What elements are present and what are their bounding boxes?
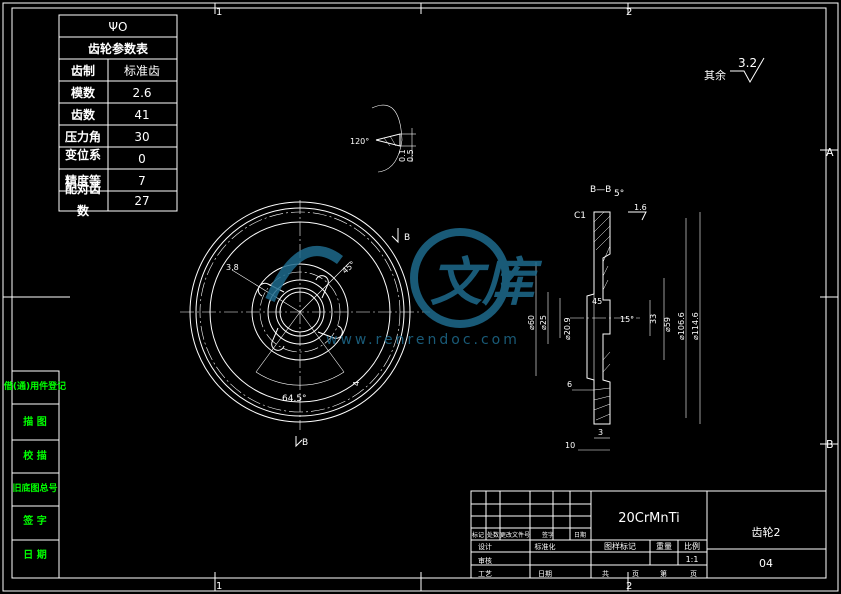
svg-text:120°: 120° [350,137,369,146]
svg-text:审核: 审核 [478,556,492,565]
svg-text:0.5: 0.5 [406,149,415,162]
row-label: 配对齿 [65,181,101,196]
scale-value: 1:1 [686,555,699,564]
svg-text:⌀20.9: ⌀20.9 [563,317,572,340]
row-value: 2.6 [132,86,151,100]
gear-section-view: B—B 5° C1 1.6 [527,185,701,451]
svg-text:签 字: 签 字 [22,514,46,527]
section-hatching [593,211,611,421]
svg-text:3.2: 3.2 [738,56,757,70]
svg-text:设计: 设计 [478,542,492,551]
watermark: 文库 www.renrendoc.com [265,228,543,348]
title-block: 20CrMnTi 齿轮2 04 图样标记 重量 比例 1:1 标记 处数 更改文… [470,490,827,579]
svg-text:1.6: 1.6 [634,203,647,212]
drawing-number: 04 [759,557,773,570]
svg-text:更改文件号: 更改文件号 [500,531,530,539]
row-label: 精度等 [65,173,101,188]
svg-text:借(通)用件登记: 借(通)用件登记 [3,380,66,392]
left-record-strip: 借(通)用件登记 描 图 校 描 旧底图总号 签 字 日 期 [3,370,66,579]
row-value: 0 [138,152,146,166]
svg-text:页: 页 [632,570,639,578]
row-label: 模数 [71,85,96,100]
svg-text:C1: C1 [574,211,586,221]
svg-text:⌀59: ⌀59 [663,317,672,332]
svg-text:64.5°: 64.5° [282,394,307,404]
svg-text:5°: 5° [614,189,624,199]
table-title: 齿轮参数表 [88,41,149,56]
svg-text:重量: 重量 [656,541,672,551]
svg-text:日 期: 日 期 [23,548,46,561]
row-label: 齿制 [71,63,95,78]
table-code: ΨO [109,20,128,34]
svg-text:文库: 文库 [430,253,543,313]
grid-number-top-2: 2 [626,7,632,18]
svg-text:其余: 其余 [704,68,726,82]
row-value: 标准齿 [124,64,160,78]
part-name: 齿轮2 [752,525,781,539]
svg-text:⌀25: ⌀25 [539,315,548,330]
svg-text:共: 共 [602,569,609,578]
svg-text:33: 33 [649,314,658,324]
svg-text:工艺: 工艺 [478,570,492,578]
row-value: 7 [138,174,146,188]
svg-text:45°: 45° [341,260,358,276]
tooth-detail-view: 120° 0.1 0.5 [350,104,416,173]
svg-text:签字: 签字 [542,531,554,539]
svg-text:旧底图总号: 旧底图总号 [12,482,57,494]
row-label-extra: 数 [77,203,90,218]
svg-text:3: 3 [598,428,603,437]
svg-text:标准化: 标准化 [535,542,556,551]
gear-parameter-table: ΨO 齿轮参数表 齿制 标准齿 模数 2.6 齿数 41 压力角 30 变位系 … [58,14,178,218]
svg-text:www.renrendoc.com: www.renrendoc.com [326,332,520,348]
svg-text:⌀114.6: ⌀114.6 [691,312,700,340]
row-value: 30 [134,130,149,144]
svg-text:标记: 标记 [472,531,484,539]
svg-text:B: B [302,438,308,448]
svg-text:45: 45 [592,297,602,306]
row-value: 27 [134,194,149,208]
svg-text:描 图: 描 图 [23,415,46,428]
inner-frame [11,7,827,579]
grid-letter-a: A [826,146,834,159]
svg-text:B—B: B—B [590,185,611,195]
svg-text:6: 6 [567,380,572,389]
grid-number-top-1: 1 [216,7,222,18]
svg-text:处数: 处数 [487,531,499,539]
grid-letter-b: B [826,438,834,451]
svg-text:日期: 日期 [574,531,586,539]
svg-text:15°: 15° [620,315,634,324]
svg-text:校 描: 校 描 [23,449,46,462]
svg-text:第: 第 [660,569,667,578]
gear-front-view: 64.5° 3.8 45° 4 B B [180,200,430,448]
row-label: 压力角 [65,129,101,144]
row-value: 41 [134,108,149,122]
svg-text:3.8: 3.8 [226,263,239,272]
svg-text:0.1: 0.1 [398,149,407,162]
grid-number-bottom-1: 1 [216,581,222,592]
svg-text:页: 页 [690,570,697,578]
svg-text:比例: 比例 [684,541,700,551]
row-label: 齿数 [71,107,96,122]
row-label: 变位系 [65,147,101,162]
svg-text:4: 4 [352,381,361,386]
svg-text:B: B [404,233,410,243]
svg-text:图样标记: 图样标记 [604,541,636,551]
svg-text:10: 10 [565,441,575,450]
svg-text:⌀60: ⌀60 [527,315,536,330]
svg-text:⌀106.6: ⌀106.6 [677,312,686,340]
material-label: 20CrMnTi [618,511,680,526]
grid-number-bottom-2: 2 [626,581,632,592]
roughness-symbol-general: 其余 3.2 [704,56,765,84]
svg-text:日期: 日期 [538,570,552,578]
